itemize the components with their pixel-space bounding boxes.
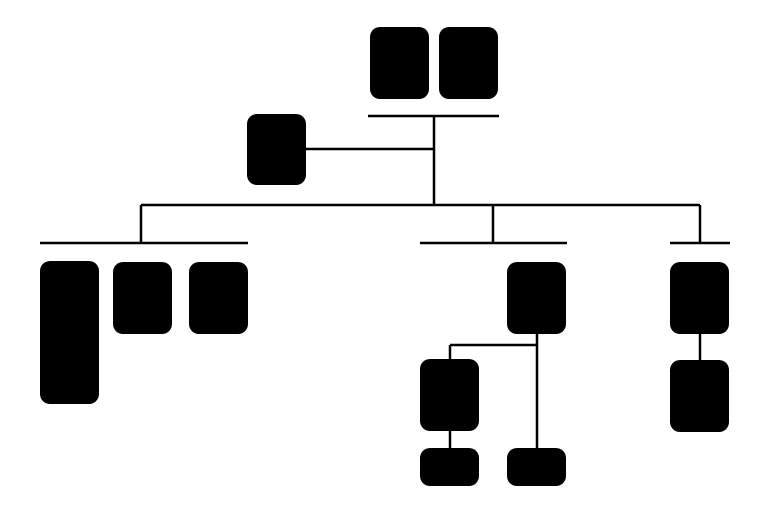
node-top-left [370,27,429,99]
node-mid-grand [420,448,479,486]
node-mid-child2 [507,448,566,486]
node-side [247,114,306,185]
node-left-c [189,262,248,334]
node-top-right [439,27,498,99]
node-tall [40,261,99,404]
node-mid-child [420,359,479,431]
node-right-a [670,262,729,334]
node-mid-parent [507,262,566,334]
node-right-b [670,360,729,432]
node-left-b [113,262,172,334]
